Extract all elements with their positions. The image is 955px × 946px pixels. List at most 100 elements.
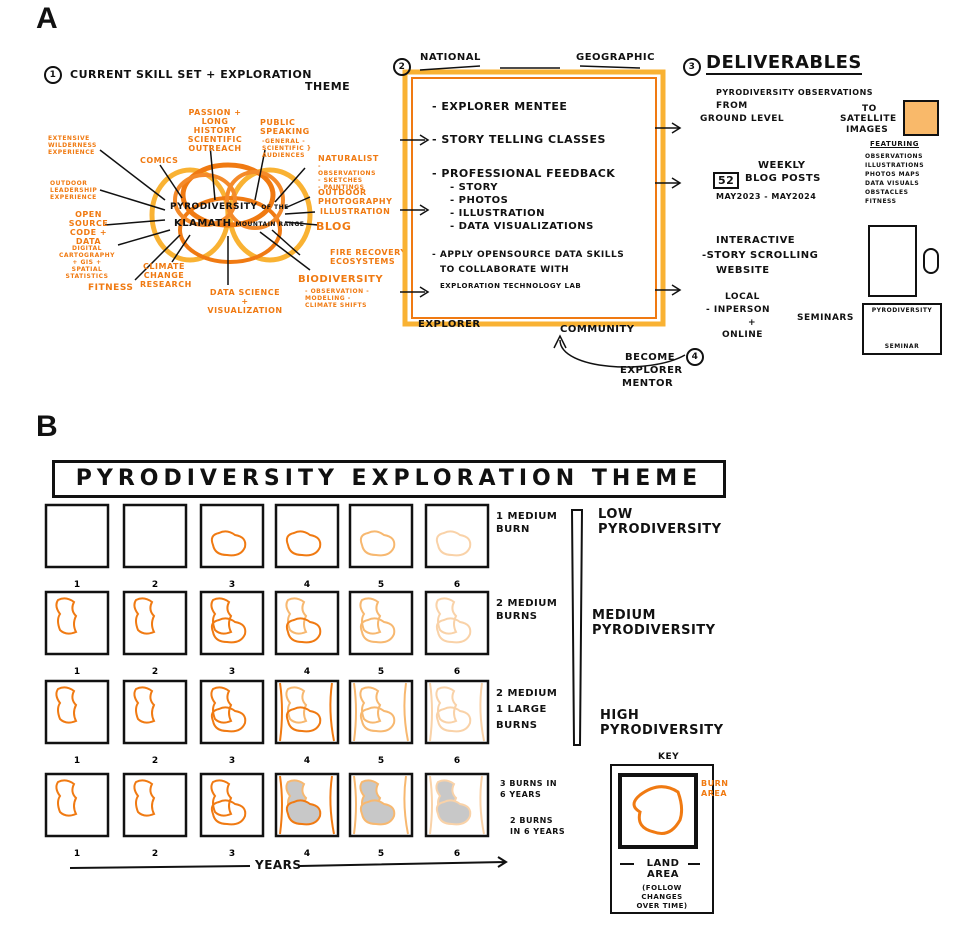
burn-area-2: [359, 617, 396, 644]
skill-biodiversity: BIODIVERSITY: [298, 274, 384, 285]
burn-panel-r4-y4: 4: [274, 772, 340, 859]
land-area-box: [199, 503, 265, 569]
featuring-title: FEATURING: [870, 140, 919, 148]
year-number: 2: [152, 667, 158, 677]
skill-open-source: OPEN SOURCE CODE + DATA: [68, 210, 109, 246]
land-area-box: [122, 590, 188, 656]
mentor-1: BECOME: [625, 352, 676, 363]
burn-area-2: [435, 617, 472, 644]
land-area-box: [44, 590, 110, 656]
year-number: 2: [152, 849, 158, 859]
large-burn-edge: [429, 682, 485, 742]
obs-line-2: FROM: [716, 101, 748, 111]
burn-panel-r4-y1: 1: [44, 772, 110, 859]
burn-area-1: [359, 779, 382, 817]
skill-bio-sub: - OBSERVATION - MODELING - CLIMATE SHIFT…: [305, 288, 370, 309]
year-number: 2: [152, 580, 158, 590]
obs-line-3: GROUND LEVEL: [700, 114, 785, 124]
land-area-box: [122, 772, 188, 838]
land-area-box: [44, 679, 110, 745]
weekly-1: WEEKLY: [758, 160, 806, 171]
land-area-box: [424, 503, 490, 569]
burn-panel-r2-y3: 3: [199, 590, 265, 677]
seminar-4: ONLINE: [722, 330, 763, 340]
obs-line-5: SATELLITE: [840, 114, 897, 124]
skill-passion: PASSION + LONG HISTORY SCIENTIFIC OUTREA…: [187, 108, 243, 153]
burn-panel-r1-y2: 2: [122, 503, 188, 590]
mouse-icon: [923, 248, 939, 274]
pyrodiversity-banner: PYRODIVERSITY EXPLORATION THEME: [52, 460, 726, 498]
obs-line-1: PYRODIVERSITY OBSERVATIONS: [716, 88, 874, 97]
mentor-3: MENTOR: [622, 378, 674, 389]
burn-area-2: [210, 799, 247, 826]
section-2-national: NATIONAL: [420, 52, 481, 63]
section-1-title-theme: THEME: [305, 80, 351, 93]
pyrodiversity-wedge: [570, 509, 584, 746]
year-number: 5: [378, 849, 384, 859]
land-area-box: [122, 503, 188, 569]
section-2-geographic: GEOGRAPHIC: [576, 52, 655, 63]
land-area-box: [274, 772, 340, 838]
burn-area-1: [359, 686, 382, 724]
year-number: 3: [229, 849, 235, 859]
skill-audiences: -GENERAL -SCIENTIFIC } AUDIENCES: [262, 138, 312, 159]
year-number: 6: [454, 580, 460, 590]
burn-area-1: [133, 597, 156, 635]
year-number: 5: [378, 667, 384, 677]
year-number: 4: [304, 667, 310, 677]
burn-panel-r3-y4: 4: [274, 679, 340, 766]
burn-area-2: [210, 706, 247, 733]
burn-area-1: [210, 779, 233, 817]
burn-area-1: [133, 779, 156, 817]
center-pyrodiversity: PYRODIVERSITY OF THE: [170, 202, 289, 212]
skill-public: PUBLIC SPEAKING: [260, 118, 310, 136]
section-1-title: CURRENT SKILL SET + EXPLORATION: [70, 68, 313, 81]
section-2-explorer: EXPLORER: [418, 319, 481, 330]
web-1: INTERACTIVE: [716, 235, 796, 246]
center-klamath: KLAMATH MOUNTAIN RANGE: [174, 218, 305, 229]
section-1-number: 1: [44, 66, 62, 84]
burn-panel-r3-y3: 3: [199, 679, 265, 766]
burn-area-2: [210, 617, 247, 644]
land-area-box: [199, 679, 265, 745]
burn-panel-r1-y4: 4: [274, 503, 340, 590]
land-area-box: [274, 503, 340, 569]
burn-panel-r2-y2: 2: [122, 590, 188, 677]
land-area-box: [122, 679, 188, 745]
burn-panel-r2-y6: 6: [424, 590, 490, 677]
skill-illustration: ILLUSTRATION: [320, 207, 391, 216]
seminars-label: SEMINARS: [797, 313, 854, 323]
key-title: KEY: [658, 752, 680, 762]
year-number: 1: [74, 849, 80, 859]
satellite-thumbnail: [903, 100, 939, 136]
land-area-box: [348, 590, 414, 656]
large-burn-edge: [353, 682, 409, 742]
land-area-box: [424, 590, 490, 656]
section-4-number: 4: [686, 348, 704, 366]
burn-panel-r3-y2: 2: [122, 679, 188, 766]
feedback-photos: - PHOTOS: [450, 195, 509, 206]
burn-area-1: [55, 597, 78, 635]
web-2: -STORY SCROLLING: [702, 250, 819, 261]
year-number: 4: [304, 849, 310, 859]
burn-area-2: [210, 530, 247, 557]
year-number: 3: [229, 580, 235, 590]
feedback-illustration: - ILLUSTRATION: [450, 208, 545, 219]
burn-area-2: [285, 799, 322, 826]
burn-panel-r1-y1: 1: [44, 503, 110, 590]
seminar-box: PYRODIVERSITY SEMINAR: [862, 303, 942, 355]
burn-area-1: [285, 686, 308, 724]
section-3-number: 3: [683, 58, 701, 76]
burn-panel-r4-y3: 3: [199, 772, 265, 859]
burn-panel-r3-y6: 6: [424, 679, 490, 766]
skill-fitness: FITNESS: [88, 283, 134, 293]
feedback-dataviz: - DATA VISUALIZATIONS: [450, 221, 594, 232]
large-burn-edge: [429, 775, 485, 835]
large-burn-edge: [353, 775, 409, 835]
deliverables-title: DELIVERABLES: [706, 52, 862, 75]
burn-area-2: [435, 706, 472, 733]
seminar-1: LOCAL: [725, 292, 760, 302]
